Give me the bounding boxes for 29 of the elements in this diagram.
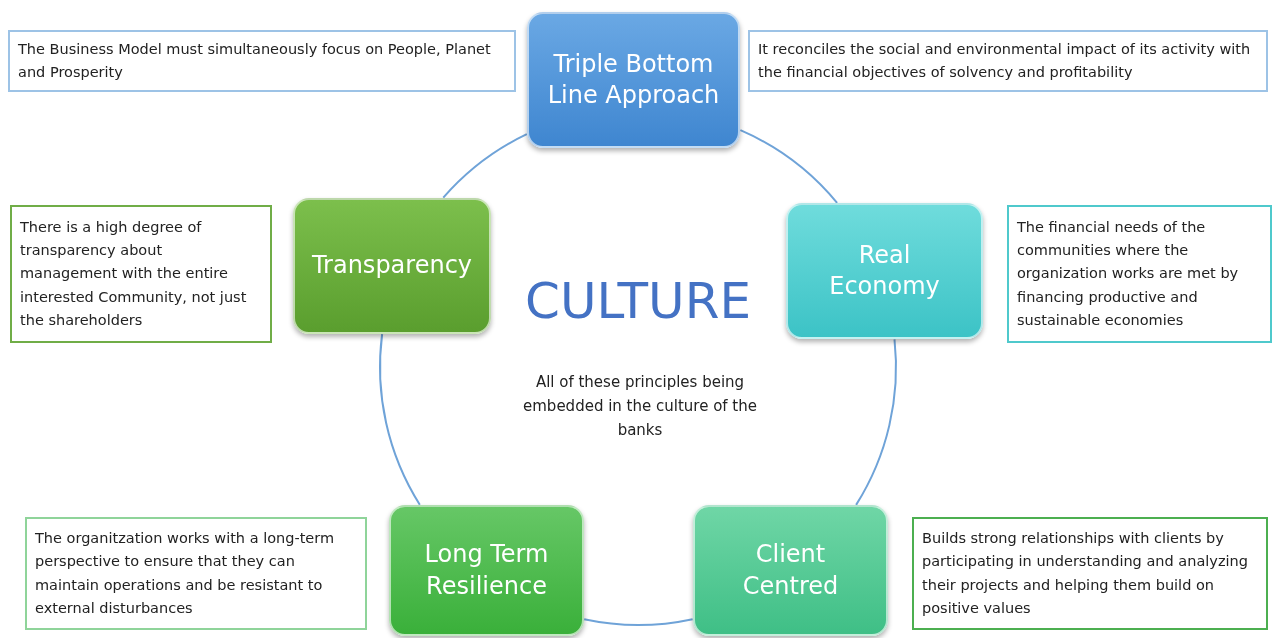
principle-box [786, 203, 983, 339]
principle-title: Triple Bottom Line Approach [546, 48, 721, 111]
description-text: The organitzation works with a long-term perspective to ensure that they can maintain operations and be resistant to external disturbances [35, 529, 336, 618]
principle-title: Real Economy [828, 239, 941, 302]
principle-box [693, 505, 888, 636]
description-text: Builds strong relationships with clients by participating in understanding and analyzing their projects and helping them build on positive values [922, 529, 1249, 618]
description-text: It reconciles the social and environmental impact of its activity with the financial objectives of solvency and profitability [758, 39, 1252, 82]
description-box [1007, 205, 1272, 343]
principle-title: Long Term Resilience [423, 539, 550, 602]
center-note: All of these principles being embedded in the culture of the banks [522, 372, 758, 441]
principle-box [293, 198, 491, 334]
circle-arc-connector [379, 333, 421, 506]
circle-arc-connector [442, 133, 528, 199]
description-text: The financial needs of the communities where the organization works are met by financing productive and sustainable economies [1017, 218, 1240, 330]
principle-title: Client Centred [741, 539, 840, 602]
description-box [8, 30, 516, 92]
center-heading: CULTURE [524, 272, 752, 330]
principle-title: Transparency [311, 250, 473, 282]
description-text: There is a high degree of transparency about management with the entire interested Community, not just the shareholders [20, 218, 248, 330]
description-box [10, 205, 272, 343]
description-text: The Business Model must simultaneously focus on People, Planet and Prosperity [18, 39, 492, 82]
description-box [25, 517, 367, 630]
circle-arc-connector [583, 618, 694, 626]
circle-arc-connector [739, 129, 839, 204]
description-box [912, 517, 1268, 630]
principle-box [527, 12, 740, 148]
principle-box [389, 505, 584, 636]
circle-arc-connector [855, 338, 897, 506]
description-box [748, 30, 1268, 92]
